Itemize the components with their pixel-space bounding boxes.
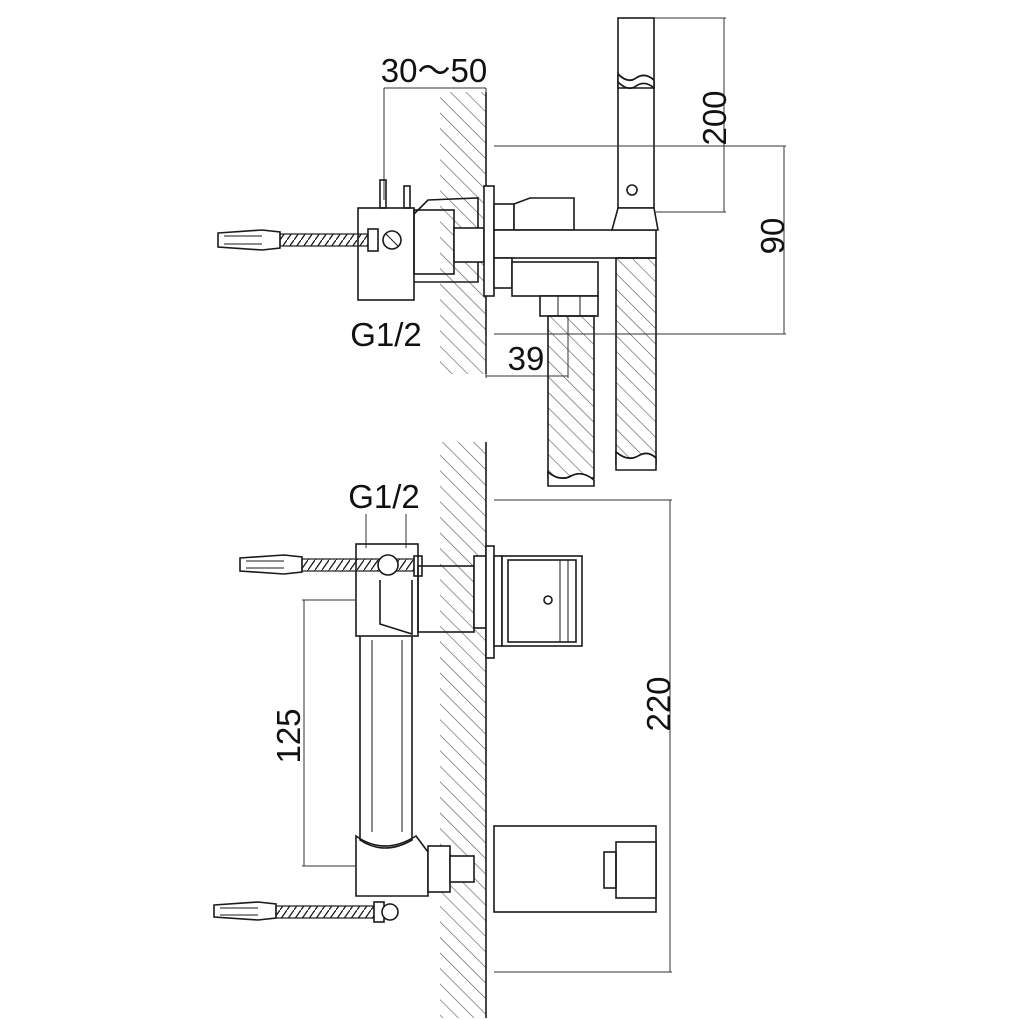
- mixer-handle: [493, 555, 583, 647]
- dimension-spacing: 125: [270, 599, 356, 867]
- valve-body-top: [493, 197, 657, 317]
- thread-callout-bottom: G1/2: [348, 478, 420, 548]
- projection-label: 39: [508, 340, 545, 377]
- hose-vertical: [610, 17, 659, 471]
- height-label: 90: [754, 218, 791, 255]
- total-height-label: 220: [640, 676, 677, 731]
- wall-range-label: 30～50: [381, 52, 487, 89]
- spacing-label: 125: [270, 708, 307, 763]
- mounting-bracket-upper: [355, 543, 495, 659]
- wall-anchor-top: [217, 228, 402, 252]
- thread-label-bottom: G1/2: [348, 478, 420, 515]
- wall-anchor-bottom-upper: [239, 554, 423, 577]
- mounting-bracket-lower: [355, 834, 475, 897]
- hose-lower-top: [547, 315, 595, 487]
- wall-section-bottom: [440, 442, 487, 1018]
- top-view: 30～50 G1/2: [217, 17, 791, 487]
- dimension-hose: 200: [654, 17, 733, 213]
- dimension-total-height: 220: [494, 499, 677, 973]
- dimension-projection: 39: [485, 316, 569, 378]
- mounting-bracket-top: [357, 179, 495, 301]
- spout: [493, 825, 657, 913]
- dimension-wall-range: 30～50: [381, 52, 487, 200]
- bottom-view: G1/2: [213, 442, 677, 1018]
- thread-label-top: G1/2: [350, 316, 422, 353]
- dimension-height: 90: [494, 145, 791, 335]
- hose-length-label: 200: [696, 90, 733, 145]
- supply-pipe: [359, 636, 413, 849]
- wall-anchor-bottom-lower: [213, 901, 399, 923]
